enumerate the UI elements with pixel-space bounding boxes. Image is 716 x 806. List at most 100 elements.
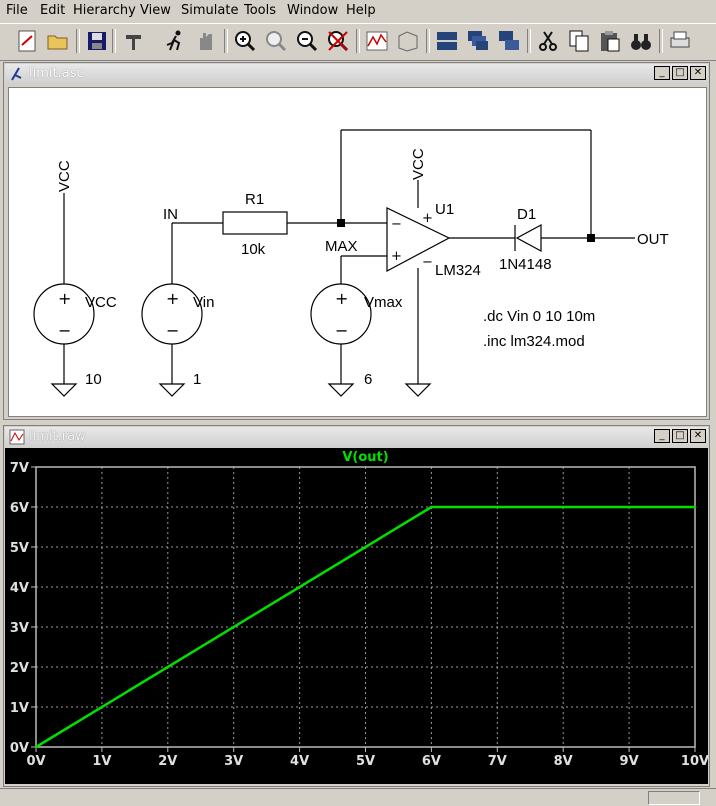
y-tick-label: 5V [10,541,29,556]
series-point-vout [35,746,37,748]
u1-label: U1 [435,201,454,218]
find-icon[interactable] [628,28,654,54]
vcc-flag-left-label: VCC [56,160,73,192]
new-schematic-icon[interactable] [14,28,40,54]
d1-model: 1N4148 [499,256,552,273]
x-tick-label: 9V [620,754,639,769]
schematic-canvas[interactable]: VCC VCC 10 IN Vin 1 R1 10k MAX Vmax 6 VC… [8,87,707,417]
plot-close-button[interactable]: ✕ [690,429,706,443]
x-tick-label: 0V [26,754,45,769]
vcc-source-minus: − [58,321,71,340]
halt-hand-icon[interactable] [193,28,219,54]
d1-label: D1 [517,206,536,223]
directive-dc[interactable]: .dc Vin 0 10 10m [483,308,595,325]
vin-source-label: Vin [193,294,214,311]
close-button[interactable]: ✕ [690,66,706,80]
schematic-window-icon [9,66,25,86]
x-tick-label: 1V [92,754,111,769]
toolbar [0,23,716,61]
vin-source-minus: − [166,321,179,340]
u1-model: LM324 [435,262,481,279]
cascade-icon[interactable] [465,28,491,54]
r1-value: 10k [241,241,266,258]
vmax-source-value: 6 [364,371,372,388]
status-bar [0,788,716,806]
max-net-label: MAX [325,238,358,255]
vcc-flag-opamp-label: VCC [410,148,427,180]
run-icon[interactable] [162,28,188,54]
vmax-source-plus: + [335,289,348,308]
r1-label: R1 [245,191,264,208]
tile-horizontal-icon[interactable] [434,28,460,54]
x-tick-label: 10V [681,754,708,769]
minimize-button[interactable]: _ [654,66,670,80]
tile-vertical-icon[interactable] [496,28,522,54]
plot-window-title: limit.raw [29,429,86,444]
waveform-icon[interactable] [364,28,390,54]
maximize-button[interactable]: □ [672,66,688,80]
x-tick-label: 6V [422,754,441,769]
out-net-label: OUT [637,231,669,248]
toolbar-separator [356,29,360,53]
vin-source-value: 1 [193,371,201,388]
cut-icon[interactable] [535,28,561,54]
menu-tools[interactable]: Tools [244,3,277,18]
y-tick-label: 7V [10,461,29,476]
schematic-titlebar[interactable]: limit.asc _ □ ✕ [5,64,708,84]
menu-help[interactable]: Help [346,3,376,18]
y-tick-label: 6V [10,501,29,516]
menu-edit[interactable]: Edit [40,3,66,18]
plot-maximize-button[interactable]: □ [672,429,688,443]
vmax-source-label: Vmax [364,294,403,311]
menu-simulate[interactable]: Simulate [181,3,239,18]
plot-window: limit.raw _ □ ✕ 0V 1V 2V 3V 4V 5V 6V 7V 8V 9V 10V 0… [3,425,710,787]
x-tick-label: 4V [290,754,309,769]
plot-titlebar[interactable]: limit.raw _ □ ✕ [5,427,708,447]
y-tick-label: 4V [10,581,29,596]
menu-view[interactable]: View [140,3,171,18]
save-icon[interactable] [84,28,110,54]
plot-minimize-button[interactable]: _ [654,429,670,443]
schematic-window: limit.asc _ □ ✕ [3,62,710,420]
series-point-vout [430,506,433,508]
print-icon[interactable] [667,28,693,54]
x-tick-label: 2V [158,754,177,769]
opamp-noninverting-sign: + [391,249,402,264]
open-folder-icon[interactable] [45,28,71,54]
menu-hierarchy[interactable]: Hierarchy [73,3,136,18]
status-cell [648,791,700,805]
menu-bar: File Edit Hierarchy View Simulate Tools Window… [0,0,716,22]
opamp-vplus-sign: + [422,211,433,226]
control-panel-hammer-icon[interactable] [121,28,147,54]
y-tick-label: 2V [10,661,29,676]
menu-window[interactable]: Window [287,3,339,18]
menu-file[interactable]: File [6,3,28,18]
y-tick-label: 3V [10,621,29,636]
toolbar-separator [112,29,116,53]
vcc-source-plus: + [58,289,71,308]
schematic-window-title: limit.asc [29,66,84,81]
copy-icon[interactable] [566,28,592,54]
directive-inc[interactable]: .inc lm324.mod [483,333,585,350]
zoom-fit-icon[interactable] [325,28,351,54]
toolbar-separator [76,29,80,53]
zoom-in-icon[interactable] [232,28,258,54]
x-tick-label: 5V [356,754,375,769]
paste-icon[interactable] [597,28,623,54]
waveform-window-icon [9,429,25,449]
x-tick-label: 8V [554,754,573,769]
toolbar-separator [426,29,430,53]
3d-view-icon[interactable] [395,28,421,54]
toolbar-separator [527,29,531,53]
series-point-vout [694,506,696,508]
y-tick-label: 0V [10,741,29,756]
zoom-out-icon[interactable] [294,28,320,54]
plot-title-trace-label[interactable]: V(out) [342,450,388,465]
vmax-source-minus: − [335,321,348,340]
x-tick-label: 3V [224,754,243,769]
vin-source-plus: + [166,289,179,308]
pan-icon[interactable] [263,28,289,54]
y-tick-label: 1V [10,701,29,716]
